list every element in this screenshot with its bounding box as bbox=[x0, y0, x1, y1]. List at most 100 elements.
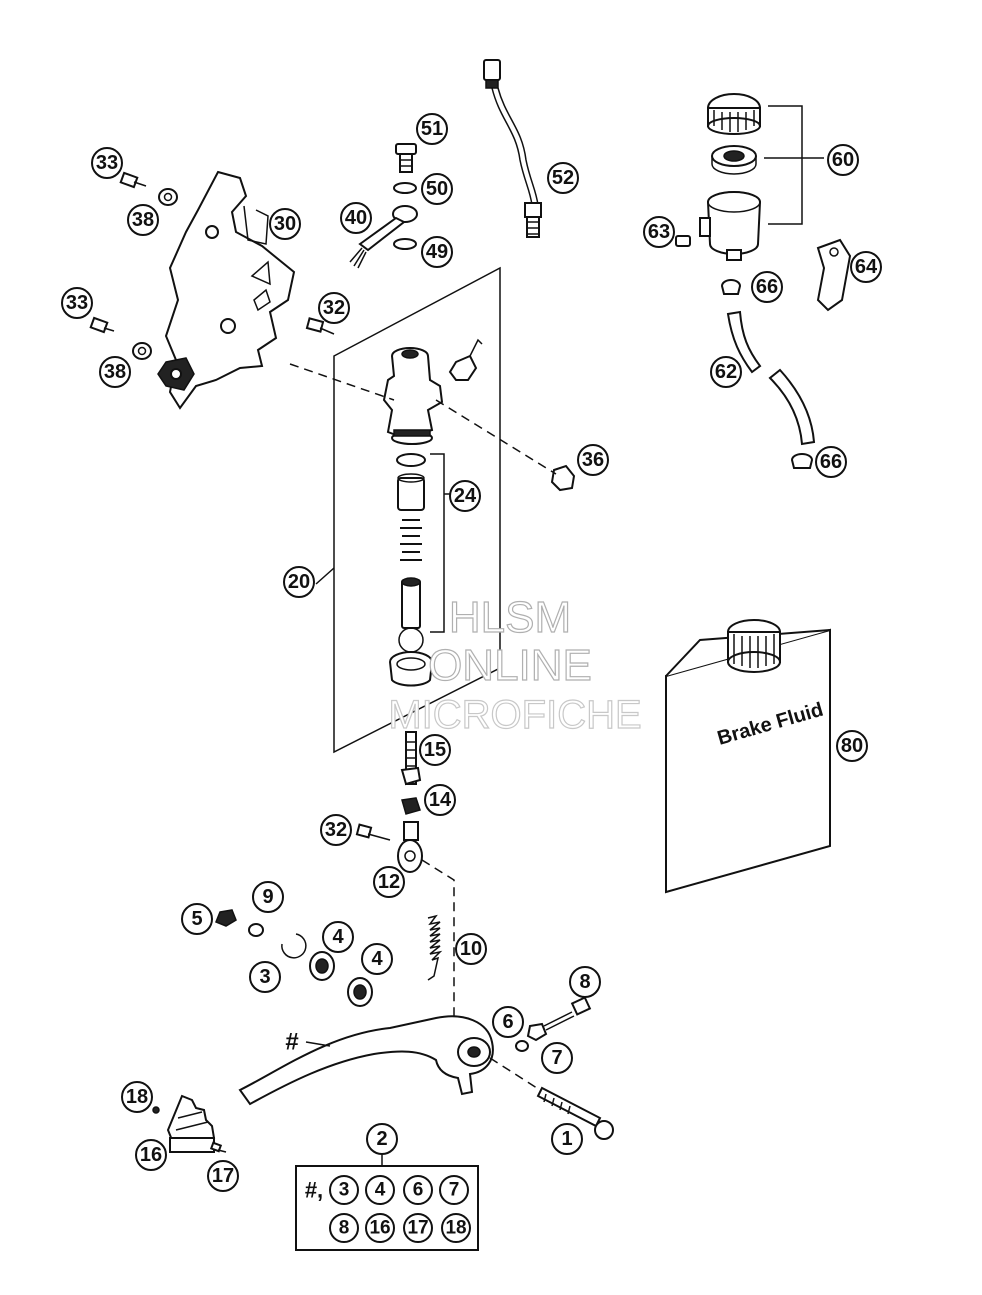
kit-item: 7 bbox=[439, 1175, 469, 1205]
push-rod-parts bbox=[355, 731, 423, 873]
svg-text:5: 5 bbox=[191, 908, 202, 930]
callout-66: 66 bbox=[751, 271, 783, 303]
pivot-bolt bbox=[536, 1086, 614, 1140]
svg-text:33: 33 bbox=[96, 152, 118, 174]
callout-18: 18 bbox=[121, 1081, 153, 1113]
pedal-mark: # bbox=[285, 1029, 298, 1056]
callout-15: 15 bbox=[419, 734, 451, 766]
master-cylinder-bracket bbox=[315, 567, 335, 585]
svg-text:60: 60 bbox=[832, 149, 854, 171]
svg-text:66: 66 bbox=[820, 451, 842, 473]
svg-text:64: 64 bbox=[855, 256, 878, 278]
callout-33: 33 bbox=[91, 147, 123, 179]
svg-text:52: 52 bbox=[552, 167, 574, 189]
svg-text:40: 40 bbox=[345, 207, 367, 229]
svg-text:3: 3 bbox=[259, 966, 270, 988]
master-cylinder-internals bbox=[388, 453, 434, 687]
callout-16: 16 bbox=[135, 1139, 167, 1171]
pedal-adjust-bolt bbox=[515, 996, 592, 1052]
watermark-line-2: ONLINE bbox=[428, 641, 592, 690]
callout-80: 80 bbox=[836, 730, 868, 762]
callout-1: 1 bbox=[551, 1123, 583, 1155]
callout-20: 20 bbox=[283, 566, 315, 598]
watermark-line-3: MICROFICHE bbox=[388, 693, 641, 737]
callout-38: 38 bbox=[127, 204, 159, 236]
callout-32: 32 bbox=[318, 292, 350, 324]
svg-text:16: 16 bbox=[140, 1144, 162, 1166]
svg-text:10: 10 bbox=[460, 938, 482, 960]
callout-50: 50 bbox=[421, 173, 453, 205]
master-cylinder-body bbox=[382, 338, 483, 445]
svg-text:24: 24 bbox=[454, 485, 477, 507]
callout-4: 4 bbox=[361, 943, 393, 975]
svg-text:16: 16 bbox=[369, 1218, 390, 1239]
watermark-line-1: HLSM bbox=[449, 593, 571, 642]
callout-14: 14 bbox=[424, 784, 456, 816]
callout-12: 12 bbox=[373, 866, 405, 898]
callout-30: 30 bbox=[269, 208, 301, 240]
callout-38: 38 bbox=[99, 356, 131, 388]
callout-36: 36 bbox=[577, 444, 609, 476]
svg-text:8: 8 bbox=[579, 971, 590, 993]
svg-text:36: 36 bbox=[582, 449, 604, 471]
callout-51: 51 bbox=[416, 113, 448, 145]
callout-63: 63 bbox=[643, 216, 675, 248]
svg-text:4: 4 bbox=[371, 948, 383, 970]
kit-item: 3 bbox=[329, 1175, 359, 1205]
return-spring bbox=[427, 914, 443, 981]
callout-32: 32 bbox=[320, 814, 352, 846]
svg-text:32: 32 bbox=[325, 819, 347, 841]
master-cylinder-mount-bolt bbox=[305, 317, 335, 335]
svg-text:7: 7 bbox=[449, 1180, 460, 1201]
heel-guard-screws bbox=[89, 171, 178, 360]
kit-item: 4 bbox=[365, 1175, 395, 1205]
callout-60: 60 bbox=[827, 144, 859, 176]
svg-text:32: 32 bbox=[323, 297, 345, 319]
svg-text:63: 63 bbox=[648, 221, 670, 243]
brake-pedal-arm bbox=[238, 1015, 494, 1106]
master-cylinder-dash-line-right bbox=[435, 399, 557, 475]
reservoir-bracket-line bbox=[764, 105, 824, 225]
svg-text:49: 49 bbox=[426, 241, 448, 263]
svg-text:17: 17 bbox=[212, 1165, 234, 1187]
svg-text:15: 15 bbox=[424, 739, 446, 761]
pedal-mark-leader bbox=[305, 1041, 331, 1047]
callout-24: 24 bbox=[449, 480, 481, 512]
pedal-step bbox=[152, 1094, 227, 1153]
kit-item: 6 bbox=[403, 1175, 433, 1205]
callout-9: 9 bbox=[252, 881, 284, 913]
svg-text:2: 2 bbox=[376, 1128, 387, 1150]
callout-17: 17 bbox=[207, 1160, 239, 1192]
banjo-fitting-parts bbox=[349, 143, 418, 269]
callout-6: 6 bbox=[492, 1006, 524, 1038]
svg-text:80: 80 bbox=[841, 735, 863, 757]
svg-text:18: 18 bbox=[126, 1086, 148, 1108]
svg-text:30: 30 bbox=[274, 213, 296, 235]
callout-7: 7 bbox=[541, 1042, 573, 1074]
svg-text:4: 4 bbox=[375, 1180, 386, 1201]
svg-text:14: 14 bbox=[429, 789, 452, 811]
kit-item: 18 bbox=[441, 1213, 471, 1243]
brake-fluid-reservoir bbox=[675, 93, 852, 469]
callout-33: 33 bbox=[61, 287, 93, 319]
svg-text:50: 50 bbox=[426, 178, 448, 200]
svg-text:9: 9 bbox=[262, 886, 273, 908]
kit-item: 17 bbox=[403, 1213, 433, 1243]
svg-text:4: 4 bbox=[332, 926, 344, 948]
kit-prefix: #, bbox=[305, 1178, 323, 1203]
svg-text:38: 38 bbox=[104, 361, 126, 383]
svg-text:38: 38 bbox=[132, 209, 154, 231]
kit-item: 16 bbox=[365, 1213, 395, 1243]
callout-49: 49 bbox=[421, 236, 453, 268]
brake-fluid-bottle: Brake Fluid bbox=[665, 619, 831, 894]
callout-64: 64 bbox=[850, 251, 882, 283]
svg-text:6: 6 bbox=[502, 1011, 513, 1033]
svg-text:3: 3 bbox=[339, 1180, 350, 1201]
callout-5: 5 bbox=[181, 903, 213, 935]
callout-40: 40 bbox=[340, 202, 372, 234]
svg-text:66: 66 bbox=[756, 276, 778, 298]
heel-guard-part bbox=[157, 170, 296, 410]
push-rod-dash-line bbox=[421, 859, 455, 1020]
callout-8: 8 bbox=[569, 966, 601, 998]
